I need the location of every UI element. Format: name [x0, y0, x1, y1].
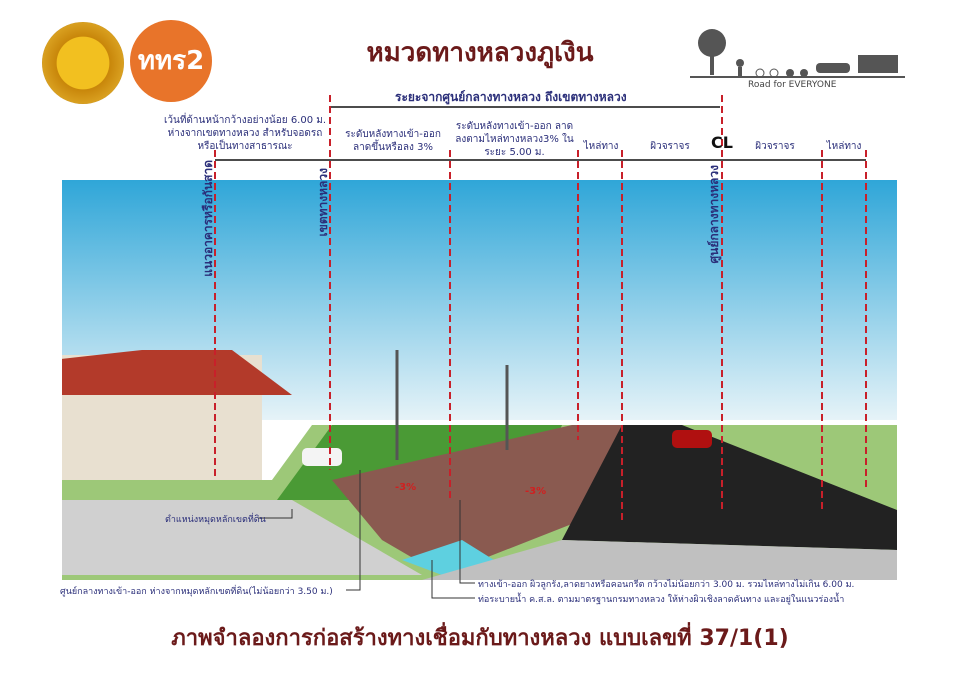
- slope2-label: ระดับหลังทางเข้า-ออก ลาดลงตามไหล่ทางหลวง…: [455, 121, 574, 158]
- main-dimension-label: ระยะจากศูนย์กลางทางหลวง ถึงเขตทางหลวง: [395, 90, 627, 104]
- slope-mark-left: -3%: [395, 482, 417, 493]
- building-line-label: แนวอาคารหรือกันสาด: [201, 160, 215, 277]
- centerline-label: CL: [711, 133, 733, 152]
- road-cross-section-scene: [62, 180, 897, 580]
- highway-center-label: ศูนย์กลางทางหลวง: [707, 165, 721, 264]
- setback-label: เว้นที่ด้านหน้ากว้างอย่างน้อย 6.00 ม. ห่…: [163, 115, 327, 152]
- department-of-highways-logo: [42, 22, 124, 104]
- right-of-way-label: เขตทางหลวง: [316, 168, 330, 237]
- marker-note: ตำแหน่งหมุดหลักเขตที่ดิน: [165, 515, 266, 525]
- lane-right-label: ผิวจราจร: [755, 141, 795, 152]
- road-for-everyone-icon: [690, 29, 905, 78]
- tagline: Road for EVERYONE: [748, 80, 837, 90]
- shoulder-left-label: ไหล่ทาง: [583, 141, 619, 152]
- shoulder-right-label: ไหล่ทาง: [826, 141, 862, 152]
- pipe-note: ท่อระบายน้ำ ค.ส.ล. ตามมาตรฐานกรมทางหลวง …: [478, 595, 845, 605]
- district-office-logo: ททร2: [130, 20, 212, 102]
- slope-mark-right: -3%: [525, 486, 547, 497]
- slope1-label: ระดับหลังทางเข้า-ออก ลาดขึ้นหรือลง 3%: [345, 129, 441, 153]
- center-entry-note: ศูนย์กลางทางเข้า-ออก ห่างจากหมุดหลักเขตท…: [60, 587, 333, 597]
- page-title: หมวดทางหลวงภูเงิน: [366, 38, 594, 68]
- lane-left-label: ผิวจราจร: [650, 141, 690, 152]
- surface-note: ทางเข้า-ออก ผิวลูกรัง,ลาดยางหรือคอนกรีต …: [478, 580, 855, 590]
- footer-title: ภาพจำลองการก่อสร้างทางเชื่อมกับทางหลวง แ…: [171, 626, 789, 651]
